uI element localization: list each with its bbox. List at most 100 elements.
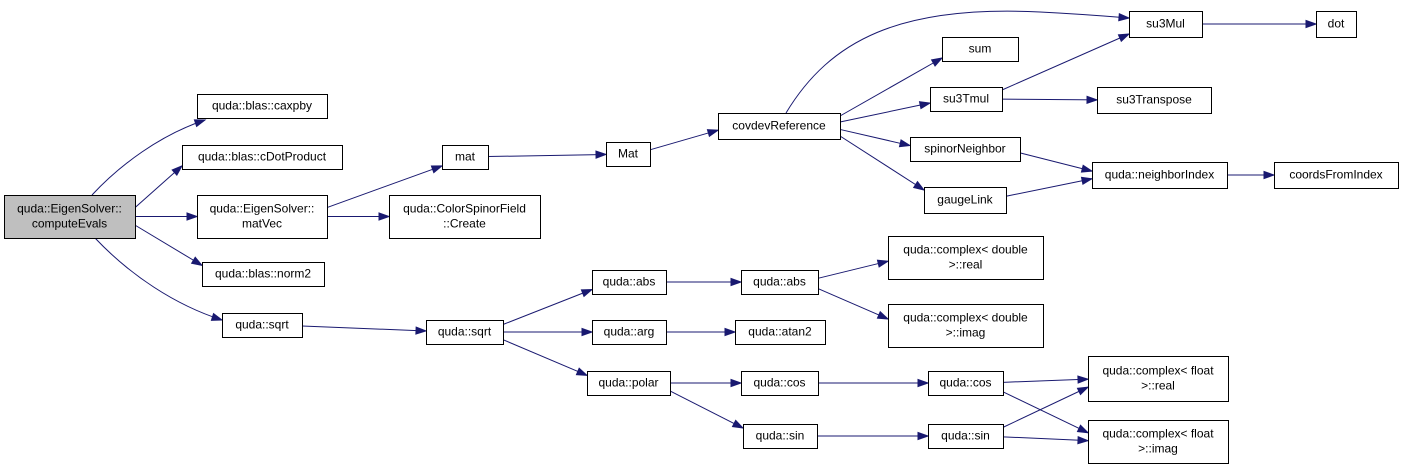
edge-matVec-to-mat-arrowhead — [430, 165, 444, 174]
node-su3Tmul[interactable]: su3Tmul — [930, 87, 1003, 112]
edge-sqrt1-to-sqrt2 — [301, 325, 427, 332]
edge-polar-to-cos1-arrowhead — [730, 378, 743, 388]
node-sin1[interactable]: quda::sin — [743, 424, 818, 449]
node-neighborIndex[interactable]: quda::neighborIndex — [1092, 162, 1228, 189]
edge-sin1-to-sin2-arrowhead — [917, 431, 930, 441]
node-box — [1088, 356, 1229, 402]
node-polar[interactable]: quda::polar — [587, 371, 671, 396]
node-label: quda::abs — [603, 275, 656, 289]
node-label: >::real — [1141, 379, 1175, 393]
node-label: mat — [455, 150, 476, 164]
node-matVec[interactable]: quda::EigenSolver::matVec — [197, 195, 328, 239]
edge-computeEvals-to-sqrt1-arrowhead — [210, 312, 224, 321]
node-computeEvals[interactable]: quda::EigenSolver::computeEvals — [4, 195, 136, 239]
node-label: sum — [969, 42, 992, 56]
node-gaugeLink[interactable]: gaugeLink — [924, 187, 1007, 214]
node-label: >::real — [949, 258, 983, 272]
node-cDotProduct[interactable]: quda::blas::cDotProduct — [182, 145, 343, 170]
node-cos1[interactable]: quda::cos — [741, 371, 819, 396]
node-box — [592, 270, 667, 295]
node-box — [182, 145, 343, 170]
edge-cos2-to-cfreal-arrowhead — [1077, 375, 1090, 384]
node-cfreal[interactable]: quda::complex< float>::real — [1088, 356, 1229, 402]
node-box — [442, 145, 489, 170]
edge-sqrt2-to-polar-arrowhead — [575, 367, 589, 376]
node-box — [587, 371, 671, 396]
node-su3Mul[interactable]: su3Mul — [1129, 11, 1203, 38]
edge-covdev-to-gaugeLink — [839, 135, 925, 191]
node-atan2[interactable]: quda::atan2 — [735, 320, 826, 345]
node-box — [592, 320, 667, 345]
node-box — [426, 320, 504, 345]
edge-covdev-to-gaugeLink-arrowhead — [912, 180, 926, 191]
edge-sqrt2-to-arg-arrowhead — [581, 327, 594, 337]
node-spinorNeighbor[interactable]: spinorNeighbor — [910, 137, 1021, 162]
node-abs1[interactable]: quda::abs — [592, 270, 667, 295]
edge-sin2-to-cfreal-arrowhead — [1076, 386, 1090, 396]
node-cdimag[interactable]: quda::complex< double>::imag — [888, 304, 1044, 348]
edge-sin2-to-cfimag — [1002, 436, 1089, 442]
node-box — [1092, 162, 1228, 189]
node-caxpby[interactable]: quda::blas::caxpby — [197, 94, 328, 119]
node-norm2[interactable]: quda::blas::norm2 — [202, 262, 325, 287]
node-Mat[interactable]: Mat — [606, 142, 651, 167]
edges-layer — [91, 10, 1318, 445]
node-label: quda::neighborIndex — [1105, 168, 1214, 182]
node-sqrt1[interactable]: quda::sqrt — [222, 313, 303, 338]
node-su3Transpose[interactable]: su3Transpose — [1097, 87, 1212, 114]
edge-neighborIndex-to-coordsFromIndex-arrowhead — [1263, 170, 1276, 180]
node-box — [1088, 420, 1229, 464]
node-sum[interactable]: sum — [942, 37, 1019, 62]
node-label: spinorNeighbor — [924, 142, 1005, 156]
node-label: quda::sin — [941, 429, 990, 443]
edge-covdev-to-su3Mul-arrowhead — [1118, 12, 1131, 22]
node-label: su3Transpose — [1116, 93, 1192, 107]
node-label: >::imag — [946, 326, 986, 340]
node-label: >::imag — [1138, 442, 1178, 456]
edge-sqrt2-to-abs1 — [502, 289, 593, 325]
edge-Mat-to-covdev-arrowhead — [706, 129, 720, 138]
node-mat[interactable]: mat — [442, 145, 489, 170]
node-coordsFromIndex[interactable]: coordsFromIndex — [1274, 162, 1399, 189]
node-label: quda::blas::cDotProduct — [198, 150, 327, 164]
node-abs2[interactable]: quda::abs — [741, 270, 819, 295]
node-label: quda::cos — [939, 376, 991, 390]
edge-su3Tmul-to-su3Mul-arrowhead — [1117, 33, 1131, 43]
node-label: quda::blas::norm2 — [215, 267, 311, 281]
edge-polar-to-sin1-arrowhead — [731, 419, 745, 429]
node-arg[interactable]: quda::arg — [592, 320, 667, 345]
edge-matVec-to-mat — [326, 165, 443, 209]
node-box — [4, 195, 136, 239]
node-label: quda::EigenSolver:: — [17, 202, 122, 216]
node-box — [930, 87, 1003, 112]
node-box — [197, 195, 328, 239]
node-dot[interactable]: dot — [1316, 11, 1357, 38]
node-label: quda::complex< double — [903, 243, 1028, 257]
node-box — [735, 320, 826, 345]
edge-cos2-to-cfimag-arrowhead — [1076, 424, 1090, 434]
node-label: quda::sqrt — [235, 318, 289, 332]
node-cdreal[interactable]: quda::complex< double>::real — [888, 236, 1044, 280]
node-create[interactable]: quda::ColorSpinorField::Create — [389, 195, 541, 239]
node-covdev[interactable]: covdevReference — [718, 113, 841, 140]
edge-covdev-to-su3Mul — [785, 10, 1130, 114]
node-box — [741, 270, 819, 295]
edge-covdev-to-su3Tmul — [839, 102, 931, 123]
edge-covdev-to-sum-arrowhead — [930, 57, 944, 67]
edge-computeEvals-to-cDotProduct-arrowhead — [171, 164, 184, 177]
node-sqrt2[interactable]: quda::sqrt — [426, 320, 504, 345]
node-box — [1316, 11, 1357, 38]
edge-gaugeLink-to-neighborIndex-arrowhead — [1080, 176, 1094, 185]
node-label: Mat — [618, 147, 639, 161]
node-box — [741, 371, 819, 396]
node-cfimag[interactable]: quda::complex< float>::imag — [1088, 420, 1229, 464]
node-sin2[interactable]: quda::sin — [928, 424, 1004, 449]
node-label: quda::complex< double — [903, 311, 1028, 325]
edge-su3Mul-to-dot-arrowhead — [1305, 19, 1318, 29]
node-box — [197, 94, 328, 119]
node-label: computeEvals — [32, 217, 107, 231]
node-label: ::Create — [443, 217, 486, 231]
node-cos2[interactable]: quda::cos — [928, 371, 1004, 396]
node-label: quda::atan2 — [748, 325, 812, 339]
